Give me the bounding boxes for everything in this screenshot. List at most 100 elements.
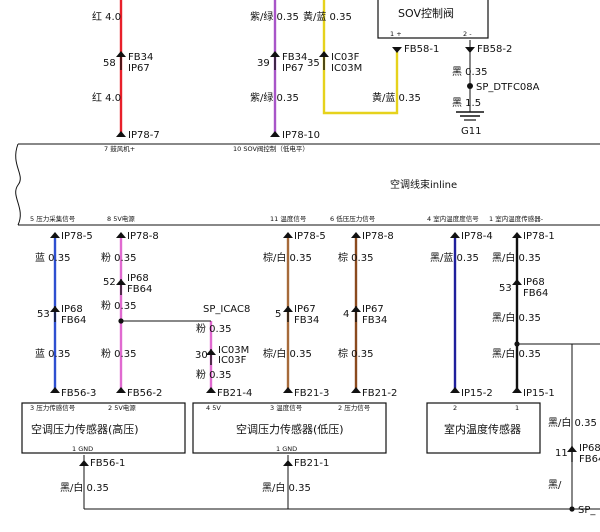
conn-ip78-7: IP78-7 — [128, 130, 160, 141]
connector-ip78-8a — [116, 232, 126, 238]
splice-sp-bottom-dot — [569, 506, 575, 512]
conn-fb21-2: FB21-2 — [362, 388, 397, 399]
connector-ip67-fb34-c — [283, 306, 293, 322]
ground-g11-label: G11 — [461, 126, 481, 137]
sensor-high-label: 空调压力传感器(高压) — [31, 422, 139, 436]
pin-53-a: 53 — [37, 309, 50, 320]
connector-ip78-7 — [116, 131, 126, 137]
conn-ip68-a: IP68 — [61, 304, 83, 315]
conn-fb56-2: FB56-2 — [127, 388, 162, 399]
wire-label-black-blue-a: 黑/蓝 0.35 — [430, 252, 479, 264]
connector-fb34-ip67-purple — [270, 51, 280, 70]
conn-fb21-1: FB21-1 — [294, 458, 329, 469]
sensor-high-box — [21, 402, 186, 454]
wire-label-red-mid: 红 4.0 — [92, 91, 121, 104]
conn-ip15-2: IP15-2 — [461, 388, 493, 399]
conn-ip68-c: IP68 — [523, 277, 545, 288]
wire-label-purple-mid: 紫/绿 0.35 — [250, 91, 299, 104]
conn-ip67-a: IP67 — [128, 63, 150, 74]
conn-fb21-4: FB21-4 — [217, 388, 252, 399]
pin-1-indoor: 1 — [515, 404, 519, 412]
conn-fb34-a: FB34 — [128, 52, 153, 63]
conn-ic03m-b: IC03M — [218, 345, 249, 356]
pin-2-high: 2 5V电源 — [108, 403, 136, 412]
pin-4-low: 4 5V — [206, 404, 221, 412]
conn-ip78-8b: IP78-8 — [362, 231, 394, 242]
conn-ip78-10: IP78-10 — [282, 130, 320, 141]
wire-label-brown-white-a: 棕/白 0.35 — [263, 251, 312, 264]
splice-dtfc08a-dot — [467, 83, 473, 89]
connector-fb34-ip67-red — [116, 51, 126, 70]
wire-label-pink-d: 粉 0.35 — [101, 347, 136, 360]
conn-ip68-d: IP68 — [579, 443, 600, 454]
pin-2-low: 2 压力信号 — [338, 403, 371, 412]
connector-fb58-2 — [465, 47, 475, 53]
sov-pin-1: 1 + — [390, 30, 402, 38]
wire-label-yellow-mid: 黄/蓝 0.35 — [372, 91, 421, 104]
conn-fb56-1: FB56-1 — [90, 458, 125, 469]
wire-label-purple-top: 紫/绿 0.35 — [250, 10, 299, 23]
wire-label-pink-b: 粉 0.35 — [101, 299, 136, 312]
conn-fb56-3: FB56-3 — [61, 388, 96, 399]
wire-label-black-a: 黑 0.35 — [452, 66, 487, 78]
sensor-low-label: 空调压力传感器(低压) — [236, 422, 344, 436]
pin-11: 11 — [555, 448, 568, 459]
splice-sp-bottom-label: SP_ — [578, 505, 596, 516]
conn-ip67-d: IP67 — [362, 304, 384, 315]
wire-label-yellow-top: 黄/蓝 0.35 — [303, 10, 352, 23]
pin-gnd-low: 1 GND — [276, 445, 297, 453]
pin-2-indoor: 2 — [453, 404, 457, 412]
wire-label-brown-white-b: 棕/白 0.35 — [263, 347, 312, 360]
splice-dtfc08a-label: SP_DTFC08A — [476, 82, 540, 93]
connector-ic03f-ic03m — [319, 51, 329, 70]
connector-ip68-fb64-b — [116, 279, 126, 295]
connector-ip78-5b — [283, 232, 293, 238]
wire-label-black-white-d: 黑/白 0.35 — [548, 416, 597, 429]
conn-fb58-1: FB58-1 — [404, 44, 439, 55]
connector-ip78-10 — [270, 131, 280, 137]
conn-ic03m-a: IC03M — [331, 63, 362, 74]
conn-ip67-c: IP67 — [294, 304, 316, 315]
desc-pin-4: 4 室内温度度信号 — [427, 214, 479, 223]
wire-label-red-top: 红 4.0 — [92, 10, 121, 23]
conn-fb34-c: FB34 — [294, 315, 319, 326]
connector-fb21-4 — [206, 387, 216, 393]
conn-ip15-1: IP15-1 — [523, 388, 555, 399]
pin-53-b: 53 — [499, 283, 512, 294]
pin-3-low: 3 温度信号 — [270, 403, 303, 412]
conn-ip78-8a: IP78-8 — [127, 231, 159, 242]
connector-ip78-1 — [512, 232, 522, 238]
connector-ip67-fb34-d — [351, 306, 361, 322]
conn-fb58-2: FB58-2 — [477, 44, 512, 55]
wire-label-pink-c: 粉 0.35 — [196, 322, 231, 335]
pin-gnd-high: 1 GND — [72, 445, 93, 453]
connector-fb56-3 — [50, 387, 60, 393]
conn-ip78-1: IP78-1 — [523, 231, 555, 242]
wire-label-blue-a: 蓝 0.35 — [35, 252, 70, 264]
conn-fb64-a: FB64 — [61, 315, 86, 326]
wire-label-pink-a: 粉 0.35 — [101, 251, 136, 264]
connector-ip68-fb64-c — [512, 279, 522, 295]
connector-ic03m-ic03f — [206, 349, 216, 365]
pin-35: 35 — [307, 58, 320, 69]
conn-fb64-c: FB64 — [523, 288, 548, 299]
splice-sp-right-dot — [514, 341, 520, 347]
desc-pin-10: 10 SOV阀控制（低电平） — [233, 144, 309, 153]
conn-fb34-b: FB34 — [282, 52, 307, 63]
wire-label-black-white-a: 黑/白 0.35 — [492, 251, 541, 264]
desc-pin-5: 5 压力采集信号 — [30, 214, 76, 223]
connector-ip68-fb64-a — [50, 306, 60, 322]
wire-label-black-white-e: 黑/白 0.35 — [60, 481, 109, 494]
connector-fb21-3 — [283, 387, 293, 393]
desc-pin-8: 8 5V电源 — [107, 214, 135, 223]
sov-valve-box — [377, 0, 489, 39]
wire-label-black-white-h: 黑/ — [548, 479, 562, 491]
ground-g11-icon — [456, 111, 484, 121]
conn-fb21-3: FB21-3 — [294, 388, 329, 399]
sensor-indoor-label: 室内温度传感器 — [444, 422, 521, 436]
connector-fb58-1 — [392, 47, 402, 53]
splice-icac8-dot — [118, 318, 124, 324]
sensor-low-box — [192, 402, 387, 454]
conn-ip67-b: IP67 — [282, 63, 304, 74]
wire-label-black-white-c: 黑/白 0.35 — [492, 347, 541, 360]
